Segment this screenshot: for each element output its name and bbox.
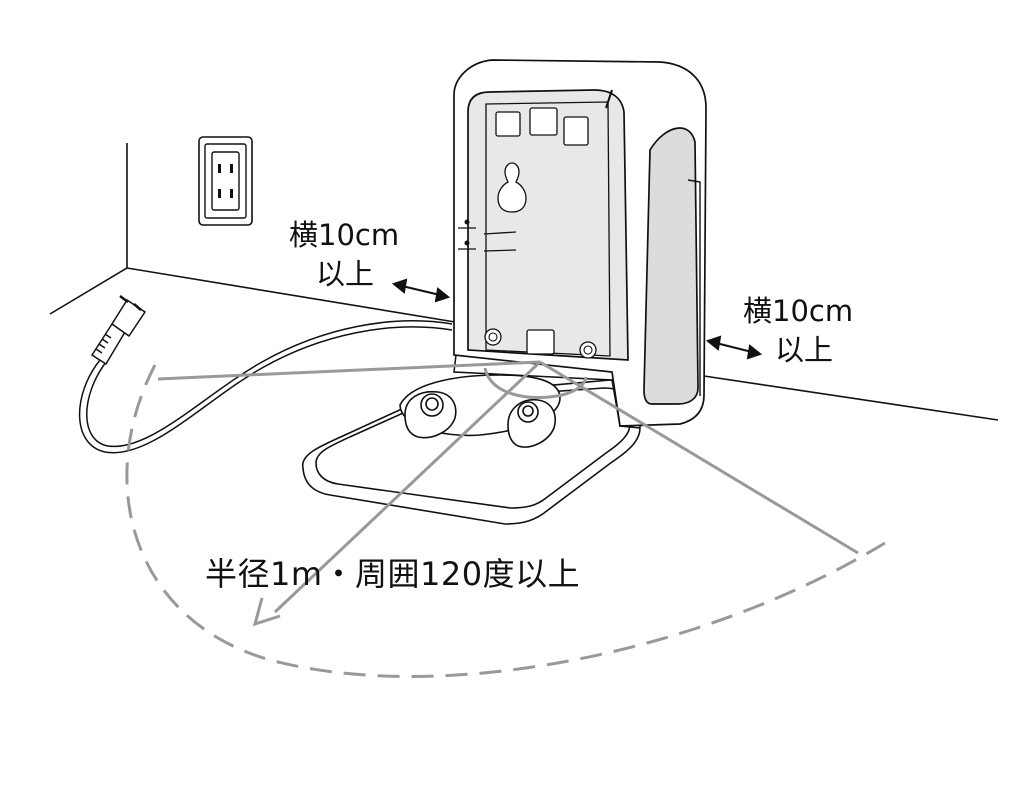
radius-arrowhead [252, 597, 281, 627]
side-clearance-arrows [391, 278, 763, 360]
wall-outlet [198, 136, 253, 226]
left-clearance-label-line1: 横10cm [289, 218, 400, 252]
floor-wall-line-right [703, 375, 999, 421]
guide-line-radius [273, 360, 542, 614]
right-clearance-label-line2: 以上 [775, 333, 834, 367]
angle-arc [483, 367, 588, 399]
right-clearance-label-line1: 横10cm [743, 294, 854, 328]
room-lines [49, 143, 999, 421]
left-clearance-label-line2: 以上 [316, 257, 375, 291]
guide-line-left [157, 360, 541, 381]
dock-tower [453, 59, 707, 429]
power-plug [90, 295, 147, 366]
front-clearance-label: 半径1m・周囲120度以上 [205, 555, 581, 593]
clearance-guides [125, 360, 886, 678]
floor-wall-line-left [49, 267, 456, 323]
power-cord [78, 320, 453, 454]
dock-base [302, 374, 641, 525]
guide-line-right [539, 360, 859, 555]
